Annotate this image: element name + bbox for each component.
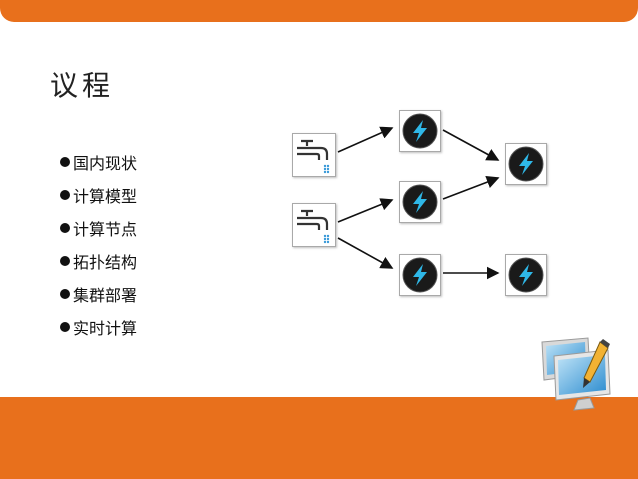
lightning-bolt-icon	[402, 184, 438, 220]
arrow-spout1-bolt1	[337, 126, 394, 153]
monitor-pencil-logo-icon	[541, 337, 611, 411]
agenda-item: 计算节点	[60, 211, 137, 244]
agenda-item: 国内现状	[60, 145, 137, 178]
spout-node-2	[292, 203, 336, 247]
lightning-bolt-icon	[402, 257, 438, 293]
bullet-icon	[60, 222, 70, 233]
agenda-item-label: 国内现状	[73, 153, 138, 173]
bolt-node-3	[399, 254, 441, 296]
faucet-icon	[297, 209, 330, 244]
bullet-icon	[60, 156, 70, 167]
arrow-bolt1-bolt4	[442, 129, 500, 161]
arrow-bolt2-bolt4	[442, 176, 500, 200]
lightning-bolt-icon	[402, 113, 438, 149]
bolt-node-1	[399, 110, 441, 152]
agenda-list: 国内现状 计算模型 计算节点 拓扑结构 集群部署 实时计算	[60, 145, 137, 343]
lightning-bolt-icon	[508, 146, 544, 182]
agenda-item: 计算模型	[60, 178, 137, 211]
bullet-icon	[60, 189, 70, 200]
agenda-item-label: 集群部署	[73, 285, 138, 305]
slide-title: 议程	[50, 69, 115, 102]
bolt-node-2	[399, 181, 441, 223]
arrow-spout2-bolt3	[337, 237, 394, 269]
bottom-accent-band	[0, 397, 638, 479]
top-accent-bar	[0, 0, 638, 22]
agenda-item: 集群部署	[60, 277, 137, 310]
bullet-icon	[60, 288, 70, 299]
bullet-icon	[60, 255, 70, 266]
agenda-item: 拓扑结构	[60, 244, 137, 277]
bolt-node-5	[505, 254, 547, 296]
agenda-item-label: 计算节点	[73, 219, 138, 239]
lightning-bolt-icon	[508, 257, 544, 293]
agenda-item-label: 拓扑结构	[73, 252, 138, 272]
spout-node-1	[292, 133, 336, 177]
bullet-icon	[60, 321, 70, 332]
faucet-icon	[297, 139, 330, 174]
agenda-item: 实时计算	[60, 310, 137, 343]
bolt-node-4	[505, 143, 547, 185]
arrow-spout2-bolt2	[337, 198, 394, 223]
agenda-item-label: 计算模型	[73, 186, 138, 206]
agenda-item-label: 实时计算	[73, 318, 138, 338]
